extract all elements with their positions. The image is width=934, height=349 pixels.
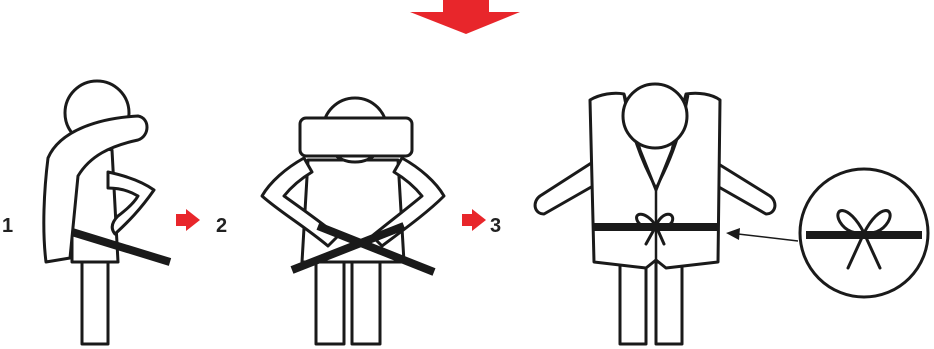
pointer-arrow-icon [726,228,798,241]
bow-detail-magnifier [800,169,928,297]
step-2-number: 2 [216,215,227,237]
step-2-figure [262,98,444,344]
down-arrow-icon [410,0,520,34]
right-arrow-icon [462,209,486,231]
right-arrow-icon [176,209,200,231]
step-1-figure [44,81,170,344]
step-3-number: 3 [490,215,501,237]
step-1-number: 1 [2,215,13,237]
step-3-figure [535,84,775,344]
